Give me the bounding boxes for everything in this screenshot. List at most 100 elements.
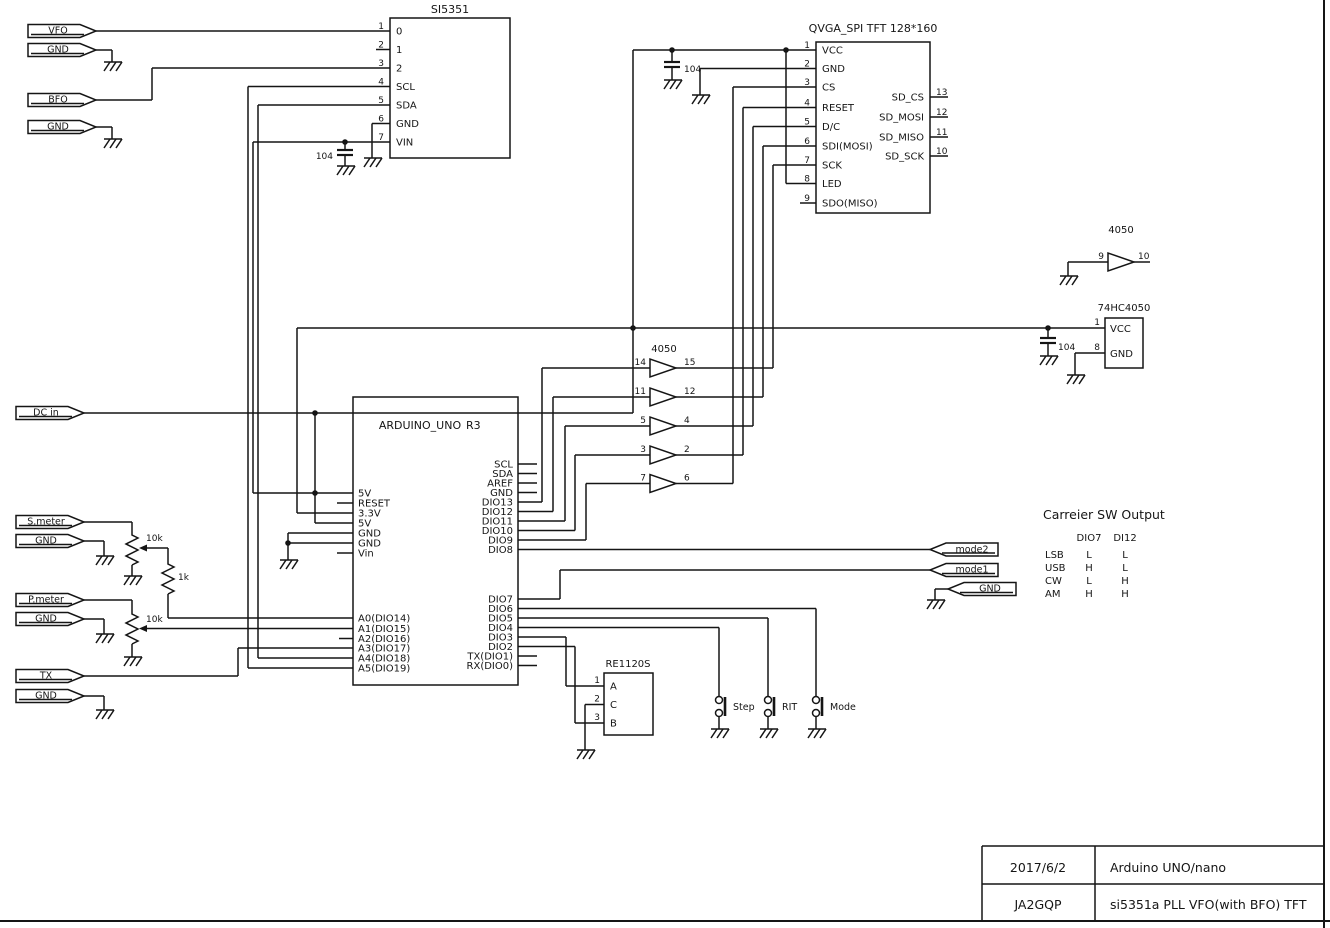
chip-revision: R3 bbox=[466, 419, 481, 432]
pin-label: RESET bbox=[358, 499, 391, 510]
flag-label: GND bbox=[35, 691, 57, 702]
flag-label: DC in bbox=[33, 408, 59, 419]
carrier-sw-table: Carreier SW Output DIO7 DI12 LSB L L USB… bbox=[1043, 507, 1165, 600]
pin-label: DIO4 bbox=[488, 623, 513, 634]
table-title: Carreier SW Output bbox=[1043, 507, 1165, 522]
pin-number: 7 bbox=[640, 474, 646, 484]
ground-symbols bbox=[95, 61, 1086, 760]
pin-number: 5 bbox=[804, 118, 810, 128]
rotary-encoder-block: RE1120S 1 A 2 C 3 B bbox=[594, 659, 654, 736]
pin-number: 11 bbox=[936, 128, 947, 138]
pin-number: 11 bbox=[635, 387, 646, 397]
buffer-gate bbox=[649, 473, 677, 494]
pin-number: 5 bbox=[378, 96, 384, 106]
table-row-label: USB bbox=[1045, 563, 1066, 574]
pin-label: SDI(MOSI) bbox=[822, 142, 873, 153]
pin-label: 0 bbox=[396, 27, 402, 38]
arduino-block: ARDUINO_UNO R3 5V RESET 3.3V 5V GND GND … bbox=[352, 396, 519, 686]
pin-number: 4 bbox=[378, 78, 384, 88]
flag-label: TX bbox=[39, 671, 53, 682]
pin-number: 10 bbox=[936, 147, 948, 157]
p-meter-pot bbox=[125, 609, 139, 645]
pin-number: 6 bbox=[378, 115, 384, 125]
table-col-header: DI12 bbox=[1113, 533, 1136, 544]
resistor-1k bbox=[161, 559, 175, 595]
pin-label: SD_CS bbox=[892, 93, 924, 104]
chip-title: ARDUINO_UNO bbox=[379, 419, 462, 432]
flag-label: GND bbox=[35, 614, 57, 625]
pin-number: 9 bbox=[1098, 252, 1104, 262]
pin-label: SCK bbox=[822, 161, 842, 172]
pin-label: A3(DIO17) bbox=[358, 644, 410, 655]
flag-label: S.meter bbox=[27, 517, 65, 528]
title-block-doc-title: si5351a PLL VFO(with BFO) TFT bbox=[1110, 897, 1307, 912]
step-button-symbol: Step bbox=[714, 695, 755, 718]
junction-dots bbox=[285, 47, 1051, 546]
pin-label: DIO6 bbox=[488, 604, 513, 615]
pin-label: A1(DIO15) bbox=[358, 624, 410, 635]
pin-label: GND bbox=[396, 119, 419, 130]
pin-label: GND bbox=[1110, 349, 1133, 360]
table-row-label: AM bbox=[1045, 589, 1060, 600]
pin-label: LED bbox=[822, 179, 842, 190]
mode-button-symbol: Mode bbox=[811, 695, 856, 718]
pin-number: 3 bbox=[804, 78, 810, 88]
pot-value: 10k bbox=[146, 615, 163, 625]
pin-label: SD_MOSI bbox=[879, 113, 924, 124]
buffer-gate bbox=[649, 358, 677, 378]
pin-label: DIO8 bbox=[488, 545, 513, 556]
table-cell: H bbox=[1085, 563, 1093, 574]
capacitor-value: 104 bbox=[684, 65, 701, 75]
pin-number: 1 bbox=[378, 22, 384, 32]
pin-label: TX(DIO1) bbox=[466, 652, 513, 663]
flag-label: GND bbox=[47, 45, 69, 56]
pin-label: A0(DIO14) bbox=[358, 614, 410, 625]
pin-number: 8 bbox=[1094, 343, 1100, 353]
pin-label: VCC bbox=[822, 46, 843, 57]
pin-number: 13 bbox=[936, 88, 947, 98]
pin-label: DIO5 bbox=[488, 614, 513, 625]
pin-label: D/C bbox=[822, 122, 840, 133]
table-cell: H bbox=[1121, 589, 1129, 600]
pin-number: 2 bbox=[804, 60, 810, 70]
pin-label: DIO11 bbox=[482, 517, 513, 528]
pin-label: GND bbox=[822, 64, 845, 75]
pin-label: RESET bbox=[822, 103, 855, 114]
pin-number: 3 bbox=[640, 445, 646, 455]
pin-label: A bbox=[610, 682, 617, 693]
capacitors: 104 104 104 bbox=[316, 60, 1075, 353]
table-cell: H bbox=[1085, 589, 1093, 600]
flag-label: GND bbox=[35, 536, 57, 547]
buffer-gate bbox=[649, 445, 677, 465]
spare-buffer-4050: 4050 9 10 bbox=[1098, 225, 1150, 272]
flag-label: BFO bbox=[48, 95, 67, 106]
net-flags: VFO GND BFO GND DC in S.meter GND P.mete… bbox=[15, 23, 1017, 704]
rit-button-symbol: RIT bbox=[763, 695, 797, 718]
pin-label: B bbox=[610, 719, 617, 730]
pin-label: DIO9 bbox=[488, 536, 513, 547]
resistor-value: 1k bbox=[178, 573, 190, 583]
pin-number: 8 bbox=[804, 175, 810, 185]
s-meter-pot bbox=[125, 530, 139, 566]
pin-label: DIO3 bbox=[488, 633, 513, 644]
capacitor-104-tft bbox=[662, 60, 682, 69]
pin-label: SCL bbox=[396, 82, 415, 93]
pin-number: 1 bbox=[594, 676, 600, 686]
button-label: Step bbox=[733, 702, 755, 713]
pin-label: GND bbox=[358, 529, 381, 540]
pin-label: SDA bbox=[396, 101, 417, 112]
capacitor-value: 104 bbox=[316, 152, 333, 162]
pin-number: 10 bbox=[1138, 252, 1150, 262]
pin-label: RX(DIO0) bbox=[467, 661, 514, 672]
buffer-gate bbox=[1107, 252, 1135, 272]
si5351-block: SI5351 1 0 2 1 3 2 4 SCL 5 SDA 6 GND 7 V… bbox=[378, 3, 511, 159]
pin-number: 7 bbox=[804, 156, 810, 166]
pin-label: 5V bbox=[358, 519, 371, 530]
pot-wiper-arrow bbox=[139, 544, 147, 552]
table-cell: H bbox=[1121, 576, 1129, 587]
pin-label: SD_SCK bbox=[885, 152, 924, 163]
pin-label: GND bbox=[358, 539, 381, 550]
capacitor-104-hc4050 bbox=[1038, 336, 1058, 345]
pin-number: 12 bbox=[936, 108, 947, 118]
